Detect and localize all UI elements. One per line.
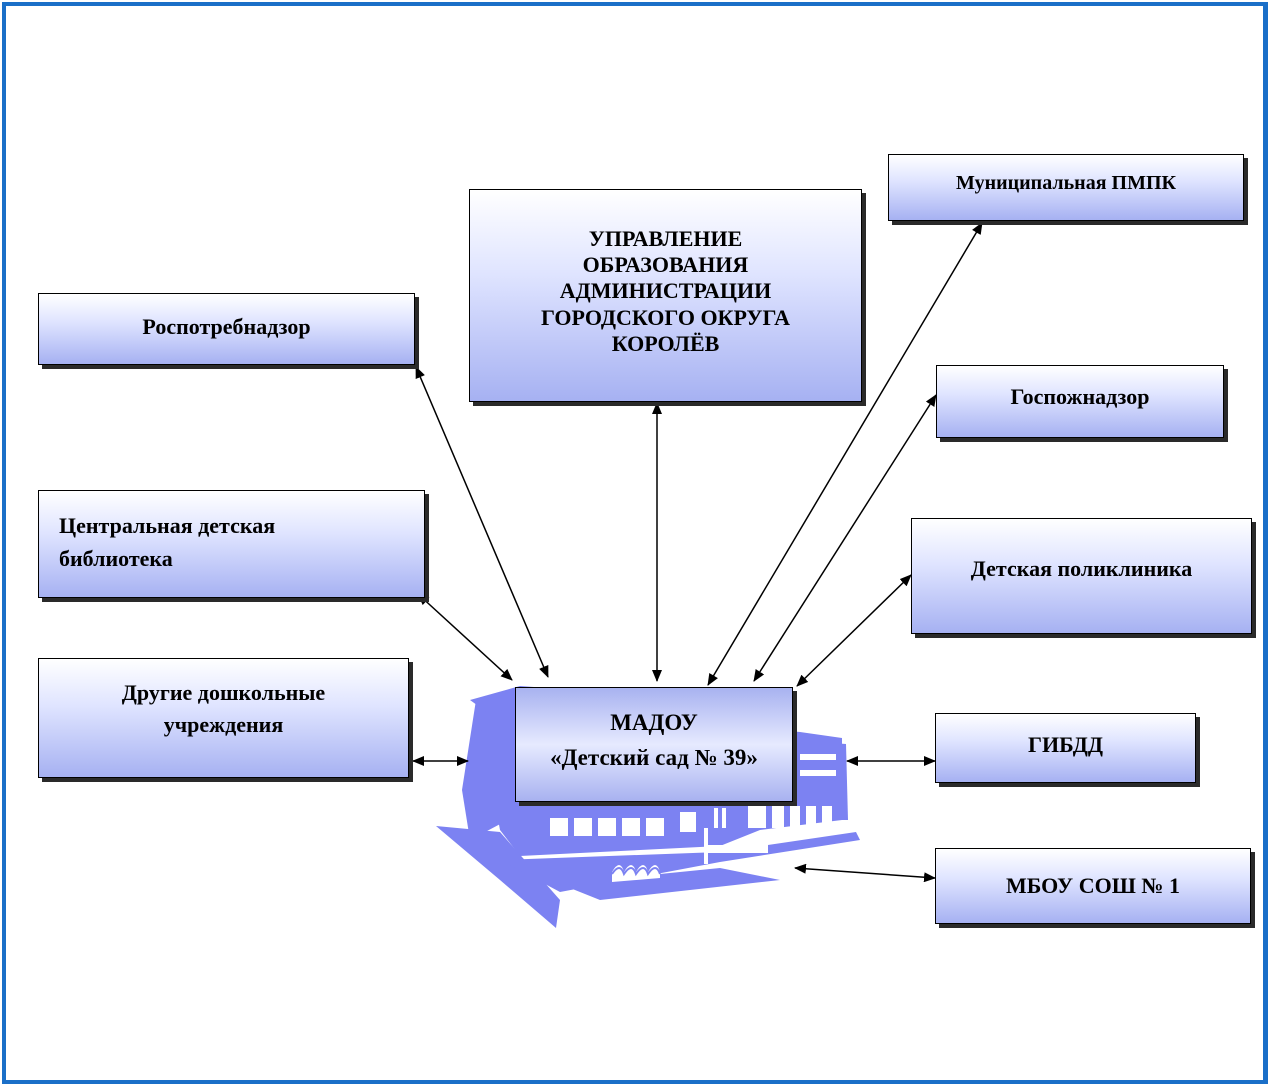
node-doshkolnye: Другие дошкольные учреждения <box>38 658 409 778</box>
link-poliklinika <box>796 574 912 687</box>
node-gospozh-label: Госпожнадзор <box>1010 384 1150 409</box>
node-madou-line1: МАДОУ <box>610 710 698 735</box>
node-madou-line2: «Детский сад № 39» <box>550 744 758 770</box>
node-rospotreb: Роспотребнадзор <box>38 293 415 365</box>
node-gospozh: Госпожнадзор <box>936 365 1224 438</box>
link-mbou <box>794 863 936 883</box>
node-mbou-label: МБОУ СОШ № 1 <box>1006 872 1180 898</box>
node-rospotreb-label: Роспотребнадзор <box>142 314 311 339</box>
node-gibdd: ГИБДД <box>935 713 1196 783</box>
node-gibdd-label: ГИБДД <box>1027 732 1104 757</box>
node-doshkolnye-line1: Другие дошкольные <box>121 680 326 705</box>
node-pmpk-label: Муниципальная ПМПК <box>955 172 1177 194</box>
node-poliklinika-label: Детская поликлиника <box>970 555 1193 581</box>
node-mbou: МБОУ СОШ № 1 <box>935 848 1251 924</box>
link-rospotreb <box>415 366 549 678</box>
node-poliklinika: Детская поликлиника <box>911 518 1252 634</box>
node-biblioteka-line2: библиотека <box>59 546 173 571</box>
node-upravlenie-line1: УПРАВЛЕНИЕ <box>588 225 743 251</box>
node-biblioteka: Центральная детская библиотека <box>38 490 425 598</box>
link-biblioteka <box>417 593 513 681</box>
node-biblioteka-line1: Центральная детская <box>59 513 276 538</box>
node-pmpk: Муниципальная ПМПК <box>888 154 1244 221</box>
node-upravlenie-line4: ГОРОДСКОГО ОКРУГА <box>540 304 791 330</box>
node-doshkolnye-line2: учреждения <box>163 711 284 737</box>
node-upravlenie-line3: АДМИНИСТРАЦИИ <box>559 278 772 304</box>
node-madou: МАДОУ «Детский сад № 39» <box>515 687 793 802</box>
node-upravlenie: УПРАВЛЕНИЕ ОБРАЗОВАНИЯ АДМИНИСТРАЦИИ ГОР… <box>469 189 862 402</box>
link-gospozh <box>753 394 937 682</box>
node-upravlenie-line5: КОРОЛЁВ <box>611 331 720 357</box>
node-upravlenie-line2: ОБРАЗОВАНИЯ <box>582 251 749 277</box>
